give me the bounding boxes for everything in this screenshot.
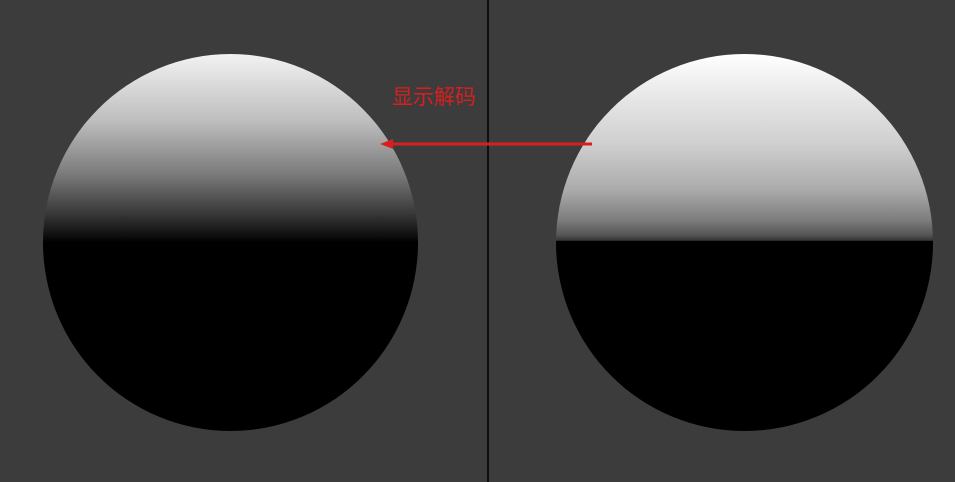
source-gradient-sphere [556, 54, 933, 431]
decoded-gradient-sphere [43, 54, 418, 431]
left-viewport[interactable] [0, 0, 487, 482]
annotation-label: 显示解码 [392, 85, 476, 109]
viewport-divider[interactable] [487, 0, 489, 482]
right-viewport[interactable] [489, 0, 955, 482]
